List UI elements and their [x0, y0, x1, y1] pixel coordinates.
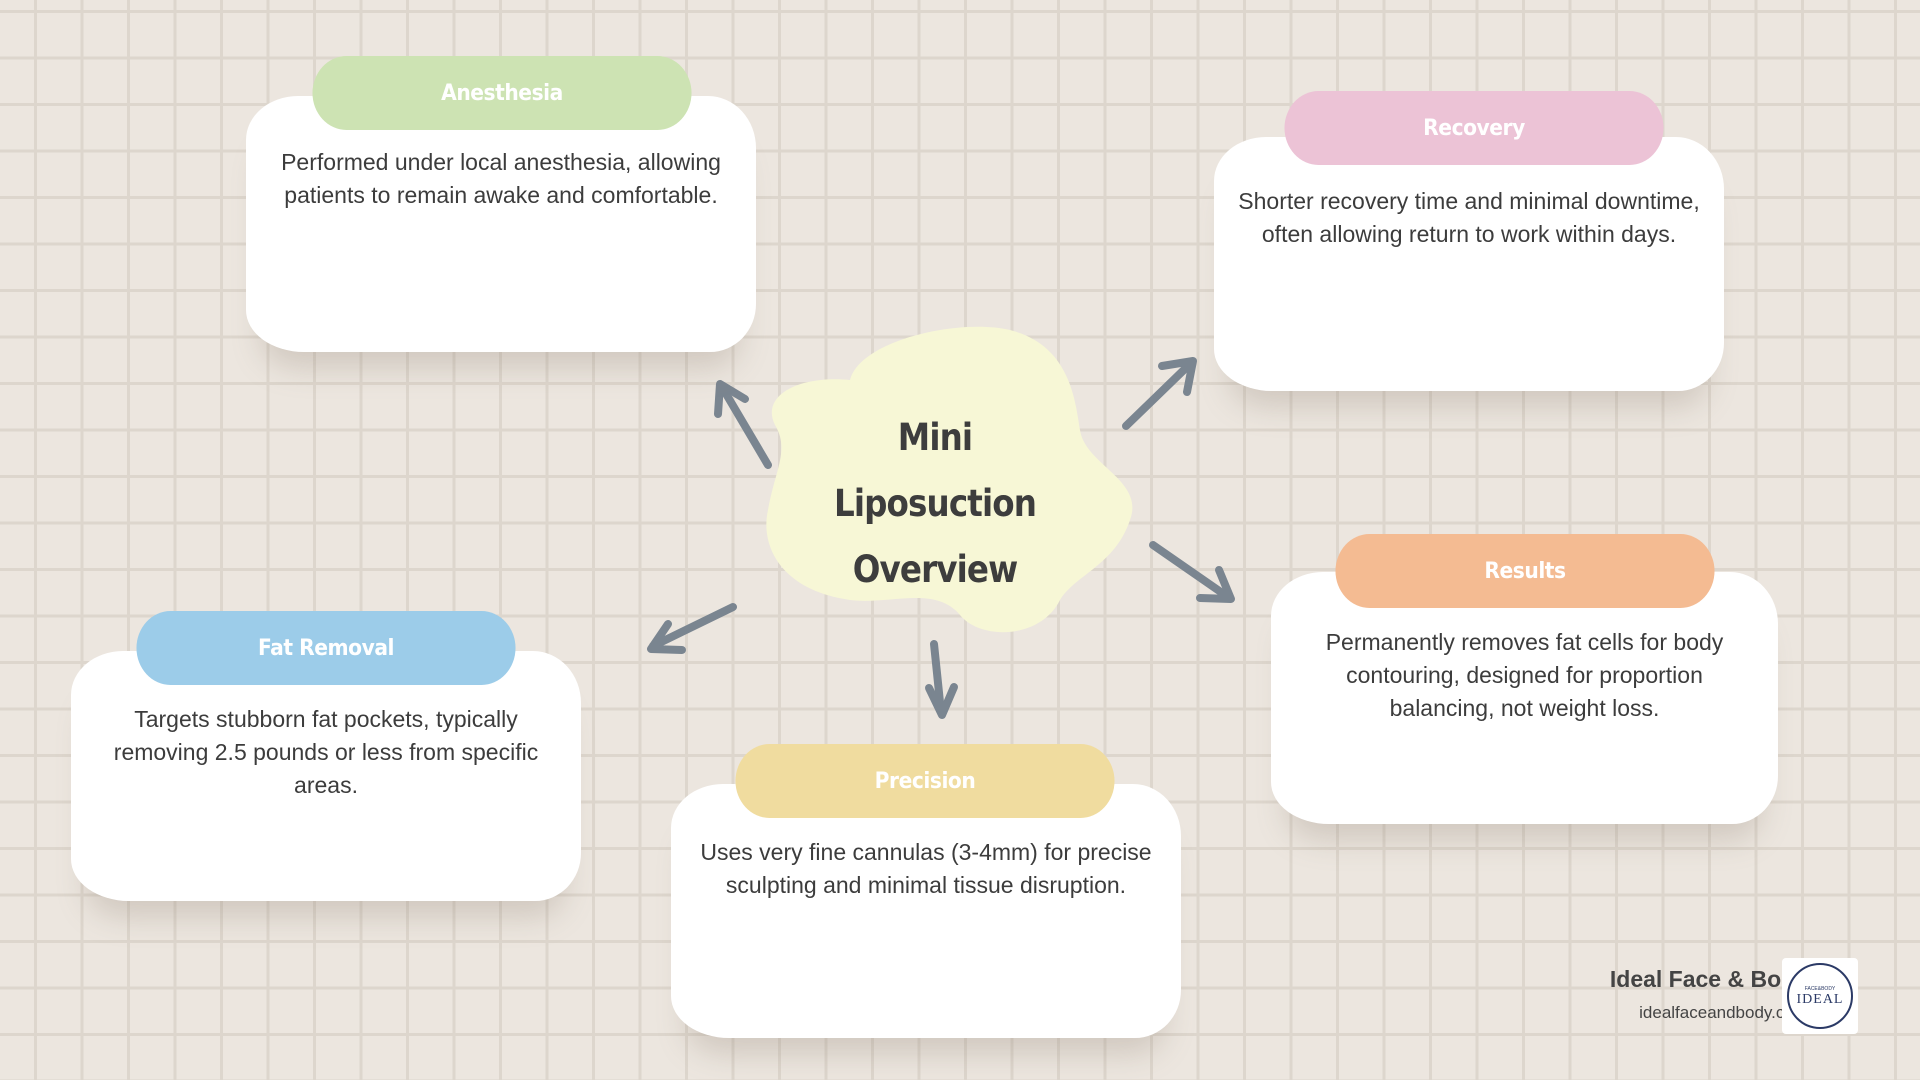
logo-text: IDEAL [1796, 991, 1844, 1007]
node-anesthesia: Performed under local anesthesia, allowi… [246, 56, 756, 352]
logo-seal-icon: FACE&BODY IDEAL [1787, 963, 1853, 1029]
node-description: Targets stubborn fat pockets, typically … [113, 706, 539, 798]
connector-arrow-anesthesia [714, 380, 772, 469]
node-label-pill: Fat Removal [136, 611, 516, 685]
connector-arrow-precision [925, 640, 958, 719]
logo-subtext: FACE&BODY [1804, 985, 1836, 992]
node-description: Shorter recovery time and minimal downti… [1238, 188, 1700, 247]
brand-name: Ideal Face & Body [1609, 966, 1808, 992]
connector-arrow-recovery [1122, 357, 1197, 430]
center-blob [766, 326, 1133, 633]
node-fat-removal: Targets stubborn fat pockets, typically … [71, 611, 581, 901]
center-title: Mini Liposuction Overview [833, 416, 1037, 591]
node-card: Targets stubborn fat pockets, typically … [71, 651, 581, 901]
node-label-pill: Anesthesia [312, 56, 692, 130]
node-label-pill: Precision [735, 744, 1115, 818]
node-precision: Uses very fine cannulas (3-4mm) for prec… [671, 744, 1181, 1038]
node-results: Permanently removes fat cells for body c… [1271, 534, 1778, 824]
node-label-pill: Recovery [1284, 91, 1664, 165]
node-card: Shorter recovery time and minimal downti… [1214, 137, 1724, 391]
node-description: Performed under local anesthesia, allowi… [281, 149, 721, 208]
brand-logo: FACE&BODY IDEAL [1782, 958, 1858, 1034]
connector-arrow-results [1149, 541, 1235, 603]
node-label-pill: Results [1335, 534, 1715, 608]
node-card: Performed under local anesthesia, allowi… [246, 96, 756, 352]
node-card: Permanently removes fat cells for body c… [1271, 572, 1778, 824]
connector-arrow-fat-removal [647, 603, 737, 654]
node-recovery: Shorter recovery time and minimal downti… [1214, 91, 1724, 391]
brand-url[interactable]: idealfaceandbody.com [1639, 1003, 1808, 1022]
node-description: Uses very fine cannulas (3-4mm) for prec… [700, 839, 1152, 898]
node-description: Permanently removes fat cells for body c… [1325, 629, 1724, 721]
brand-block: Ideal Face & Body idealfaceandbody.com [1610, 966, 1808, 1023]
node-card: Uses very fine cannulas (3-4mm) for prec… [671, 784, 1181, 1038]
